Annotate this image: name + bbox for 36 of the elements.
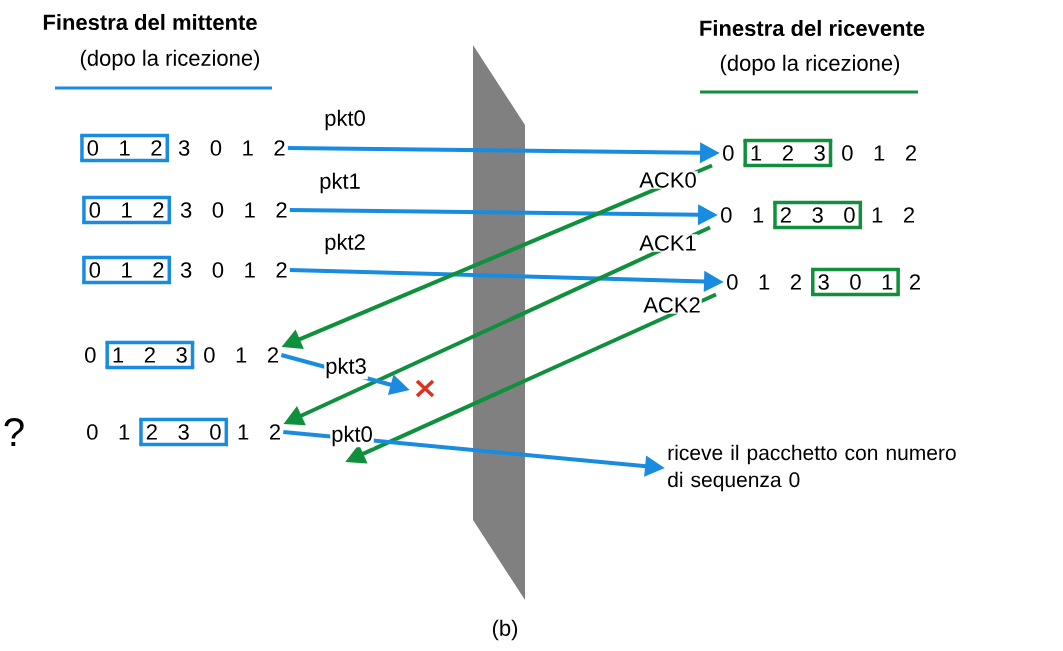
window-box: 0 1 2 (82, 255, 172, 285)
window-box: 0 1 2 (82, 195, 172, 225)
window-box: 1 2 3 (743, 138, 833, 168)
heading: Finestra del mittente (43, 13, 257, 31)
edge-label: pkt0 (325, 109, 365, 131)
edge-label: ACK2 (643, 297, 700, 313)
edge-label: ACK0 (639, 172, 696, 188)
sequence-numbers: 0 (723, 145, 734, 161)
sequence-numbers: 0 1 2 (727, 274, 801, 290)
window-box: 2 3 0 (773, 200, 863, 230)
edge-label: pkt3 (326, 357, 366, 379)
edge-label: pkt1 (320, 172, 360, 194)
heading: ? (4, 418, 24, 446)
edge-label: pkt0 (332, 425, 372, 447)
heading: (dopo la ricezione) (80, 49, 260, 71)
edge-label: ACK1 (639, 235, 696, 251)
window-box: 1 2 3 (105, 340, 195, 370)
sequence-numbers: 3 0 1 2 (180, 262, 287, 278)
heading: (dopo la ricezione) (720, 54, 900, 76)
sequence-numbers: 0 1 2 (204, 347, 278, 363)
sequence-numbers: 2 (909, 274, 920, 290)
heading: Finestra del ricevente (700, 19, 925, 37)
window-box: 0 1 2 (80, 133, 170, 163)
window-box: 2 3 0 (139, 417, 229, 447)
caption: (b) (492, 619, 518, 641)
sequence-numbers: 3 0 1 2 (178, 140, 285, 156)
sequence-numbers: 1 2 (872, 207, 914, 223)
sequence-numbers: 0 1 (721, 207, 764, 223)
sequence-numbers: 0 1 (87, 424, 130, 440)
note-text: riceve il pacchetto con numero di sequenza 0 (668, 444, 956, 492)
window-box: 3 0 1 (811, 267, 900, 297)
sequence-numbers: 0 1 2 (842, 145, 916, 161)
edge-label: pkt2 (325, 233, 365, 255)
sequence-numbers: 0 (85, 347, 96, 363)
sequence-numbers: 1 2 (238, 424, 280, 440)
sequence-numbers: 3 0 1 2 (180, 202, 287, 218)
